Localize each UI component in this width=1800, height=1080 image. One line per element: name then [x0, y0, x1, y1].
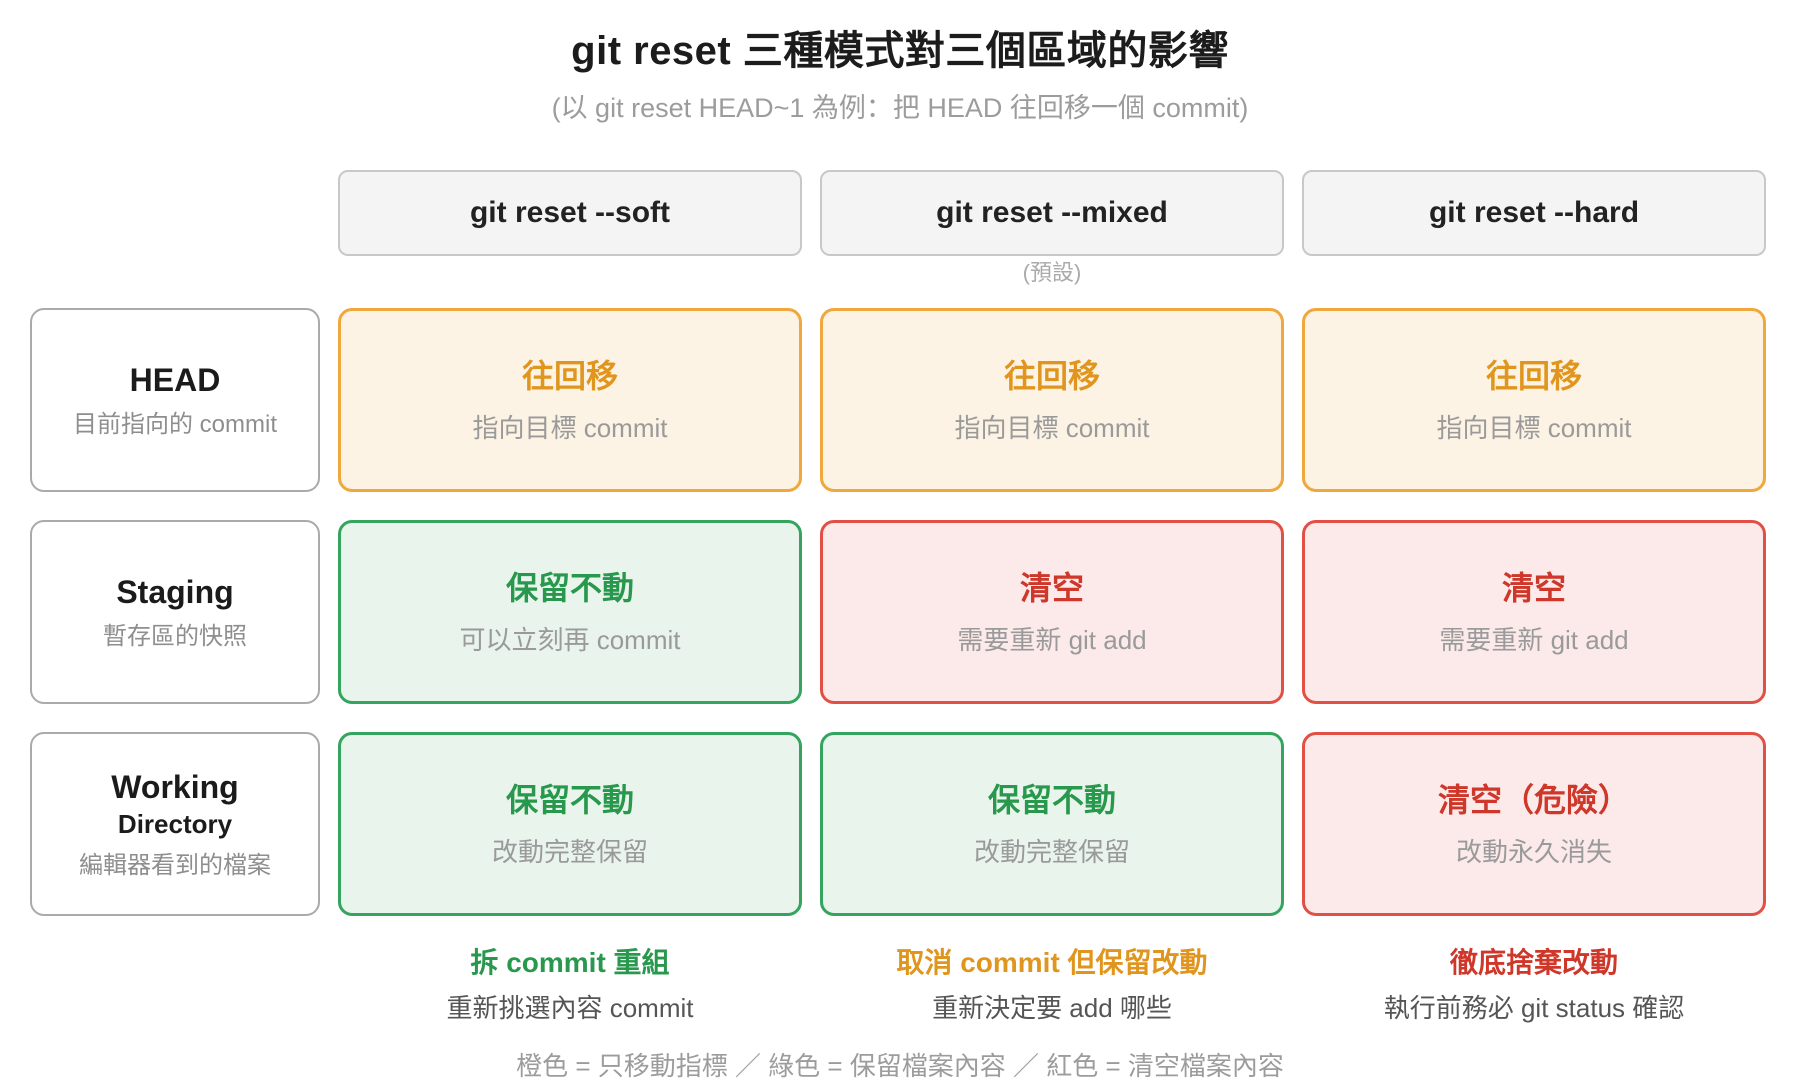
row-label-staging: Staging 暫存區的快照 [30, 520, 320, 704]
cell-head-hard-title: 往回移 [1485, 358, 1582, 394]
title-block: git reset 三種模式對三個區域的影響 (以 git reset HEAD… [0, 0, 1800, 126]
cell-head-soft: 往回移 指向目標 commit [338, 308, 802, 492]
summary-spacer [30, 944, 320, 1024]
column-header-mixed-label: git reset --mixed [936, 196, 1168, 229]
row-label-staging-title: Staging [116, 574, 234, 610]
row-label-working-directory-title: Working [111, 769, 239, 805]
cell-head-mixed-title: 往回移 [1003, 358, 1100, 394]
cell-working-soft-title: 保留不動 [505, 782, 634, 818]
column-header-mixed: git reset --mixed (預設) [820, 170, 1284, 285]
row-label-working-directory-title2: Directory [117, 809, 233, 839]
column-note-mixed: (預設) [1022, 260, 1082, 285]
row-label-head: HEAD 目前指向的 commit [30, 308, 320, 492]
column-header-soft-label: git reset --soft [469, 196, 670, 229]
column-note-soft [338, 260, 802, 286]
cell-staging-hard-title: 清空 [1501, 570, 1566, 606]
column-header-mixed-box: git reset --mixed [820, 170, 1284, 256]
cell-staging-mixed: 清空 需要重新 git add [820, 520, 1284, 704]
summary-soft-desc: 重新挑選內容 commit [446, 993, 694, 1023]
column-header-hard-label: git reset --hard [1428, 196, 1640, 229]
column-note-hard [1302, 260, 1766, 286]
cell-staging-hard: 清空 需要重新 git add [1302, 520, 1766, 704]
summary-hard-title: 徹底捨棄改動 [1449, 947, 1618, 978]
page-subtitle: (以 git reset HEAD~1 為例：把 HEAD 往回移一個 comm… [551, 93, 1249, 123]
cell-working-mixed: 保留不動 改動完整保留 [820, 732, 1284, 916]
summary-soft: 拆 commit 重組 重新挑選內容 commit [338, 944, 802, 1024]
cell-working-hard: 清空（危險） 改動永久消失 [1302, 732, 1766, 916]
summary-soft-title: 拆 commit 重組 [470, 947, 670, 978]
column-header-soft-box: git reset --soft [338, 170, 802, 256]
cell-working-mixed-desc: 改動完整保留 [973, 837, 1130, 867]
summary-mixed: 取消 commit 但保留改動 重新決定要 add 哪些 [820, 944, 1284, 1024]
page-title: git reset 三種模式對三個區域的影響 [571, 29, 1229, 73]
corner-spacer [30, 170, 320, 280]
summary-hard: 徹底捨棄改動 執行前務必 git status 確認 [1302, 944, 1766, 1024]
cell-working-hard-desc: 改動永久消失 [1455, 837, 1612, 867]
row-label-staging-desc: 暫存區的快照 [103, 623, 247, 650]
cell-head-soft-title: 往回移 [521, 358, 618, 394]
cell-staging-mixed-title: 清空 [1019, 570, 1084, 606]
cell-staging-hard-desc: 需要重新 git add [1439, 625, 1629, 655]
summary-mixed-title: 取消 commit 但保留改動 [896, 947, 1208, 978]
cell-working-soft: 保留不動 改動完整保留 [338, 732, 802, 916]
cell-staging-soft-desc: 可以立刻再 commit [459, 625, 681, 655]
cell-working-mixed-title: 保留不動 [987, 782, 1116, 818]
cell-staging-soft: 保留不動 可以立刻再 commit [338, 520, 802, 704]
cell-working-soft-desc: 改動完整保留 [491, 837, 648, 867]
reset-mode-matrix: git reset --soft git reset --mixed (預設) … [0, 170, 1800, 1024]
summary-mixed-desc: 重新決定要 add 哪些 [932, 993, 1172, 1023]
row-label-head-desc: 目前指向的 commit [73, 411, 277, 438]
row-label-head-title: HEAD [129, 362, 221, 398]
row-label-working-directory-desc: 編輯器看到的檔案 [79, 852, 271, 879]
summary-hard-desc: 執行前務必 git status 確認 [1383, 993, 1685, 1023]
legend-footer: 橙色 = 只移動指標 ／ 綠色 = 保留檔案內容 ／ 紅色 = 清空檔案內容 [516, 1051, 1284, 1080]
column-header-hard-box: git reset --hard [1302, 170, 1766, 256]
cell-head-hard-desc: 指向目標 commit [1436, 413, 1632, 443]
cell-staging-mixed-desc: 需要重新 git add [957, 625, 1147, 655]
column-header-hard: git reset --hard [1302, 170, 1766, 280]
cell-working-hard-title: 清空（危險） [1437, 782, 1630, 818]
cell-head-hard: 往回移 指向目標 commit [1302, 308, 1766, 492]
cell-head-mixed-desc: 指向目標 commit [954, 413, 1150, 443]
row-label-working-directory: Working Directory 編輯器看到的檔案 [30, 732, 320, 916]
cell-staging-soft-title: 保留不動 [505, 570, 634, 606]
column-header-soft: git reset --soft [338, 170, 802, 280]
cell-head-soft-desc: 指向目標 commit [472, 413, 668, 443]
cell-head-mixed: 往回移 指向目標 commit [820, 308, 1284, 492]
